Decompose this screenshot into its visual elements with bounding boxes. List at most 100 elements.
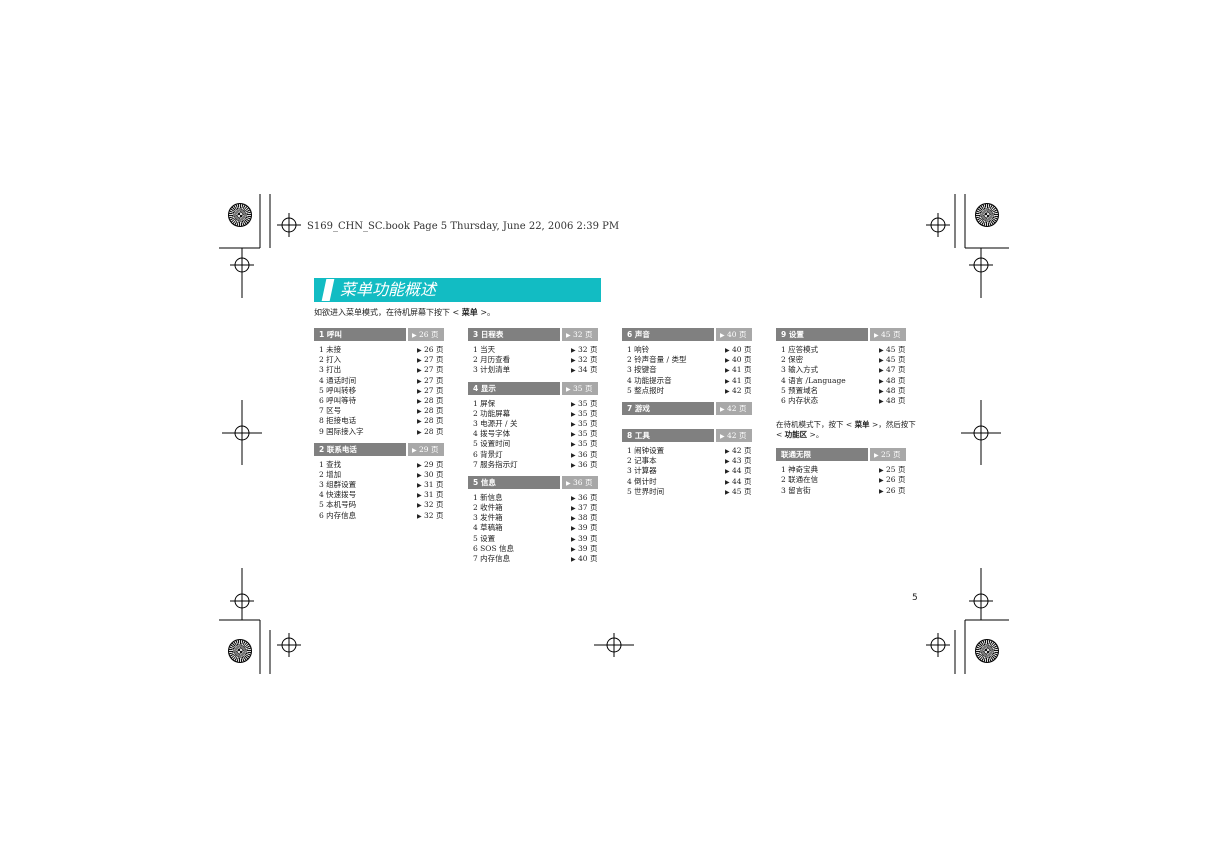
menu-item: 3 留言街▶ 26 页 (781, 485, 906, 495)
function-area-note: 在待机模式下，按下 < 菜单 >，然后按下 < 功能区 >。 (776, 420, 916, 440)
menu-item: 3 组群设置▶ 31 页 (319, 480, 444, 490)
menu-item: 7 内存信息▶ 40 页 (473, 554, 598, 563)
triangle-right-icon: ▶ (725, 488, 730, 496)
section-page-ref: ▶ 29 页 (408, 442, 444, 456)
triangle-right-icon: ▶ (725, 387, 730, 395)
triangle-right-icon: ▶ (417, 387, 422, 395)
triangle-right-icon: ▶ (874, 452, 879, 460)
menu-item: 6 呼叫等待▶ 28 页 (319, 395, 444, 405)
section-page-ref: ▶ 36 页 (562, 475, 598, 489)
menu-item: 3 打出▶ 27 页 (319, 365, 444, 375)
triangle-right-icon: ▶ (725, 478, 730, 486)
triangle-right-icon: ▶ (417, 377, 422, 385)
triangle-right-icon: ▶ (417, 502, 422, 510)
triangle-right-icon: ▶ (571, 556, 576, 563)
triangle-right-icon: ▶ (879, 377, 884, 385)
triangle-right-icon: ▶ (725, 458, 730, 466)
triangle-right-icon: ▶ (725, 367, 730, 375)
section-name: 5 信息 (468, 475, 560, 489)
menu-section: 2 联系电话 ▶ 29 页 1 查找▶ 29 页 2 增加▶ 30 页 3 组群… (314, 442, 444, 521)
section-page-ref: ▶ 45 页 (870, 328, 906, 341)
menu-section: 联通无限 ▶ 25 页 1 神奇宝典▶ 25 页 2 联通在信▶ 26 页 3 … (776, 448, 906, 496)
triangle-right-icon: ▶ (571, 535, 576, 543)
triangle-right-icon: ▶ (566, 385, 571, 393)
section-header: 2 联系电话 ▶ 29 页 (314, 442, 444, 456)
menu-section: 9 设置 ▶ 45 页 1 应答模式▶ 45 页 2 保密▶ 45 页 3 输入… (776, 328, 906, 406)
page-title-bar: 菜单功能概述 (314, 278, 601, 302)
menu-item: 2 联通在信▶ 26 页 (781, 475, 906, 485)
triangle-right-icon: ▶ (725, 377, 730, 385)
triangle-right-icon: ▶ (571, 525, 576, 533)
menu-item: 2 增加▶ 30 页 (319, 469, 444, 479)
menu-item: 4 功能提示音▶ 41 页 (627, 375, 752, 385)
menu-item: 1 当天▶ 32 页 (473, 345, 598, 354)
intro-prefix: 如欲进入菜单模式，在待机屏幕下按下 < (314, 308, 462, 317)
triangle-right-icon: ▶ (417, 347, 422, 354)
menu-item: 1 神奇宝典▶ 25 页 (781, 465, 906, 475)
section-page-ref: ▶ 35 页 (562, 381, 598, 395)
section-name: 8 工具 (622, 428, 714, 442)
menu-item: 8 拒接电话▶ 28 页 (319, 416, 444, 426)
triangle-right-icon: ▶ (571, 357, 576, 365)
section-name: 2 联系电话 (314, 442, 406, 456)
menu-item: 4 通话时间▶ 27 页 (319, 375, 444, 385)
menu-section: 6 声音 ▶ 40 页 1 响铃▶ 40 页 2 铃声音量 / 类型▶ 40 页… (622, 328, 752, 396)
menu-item: 7 区号▶ 28 页 (319, 406, 444, 416)
triangle-right-icon: ▶ (571, 367, 576, 375)
file-header-line: S169_CHN_SC.book Page 5 Thursday, June 2… (307, 221, 620, 232)
menu-item: 1 查找▶ 29 页 (319, 459, 444, 469)
menu-item: 4 拨号字体▶ 35 页 (473, 429, 598, 439)
triangle-right-icon: ▶ (879, 347, 884, 354)
triangle-right-icon: ▶ (571, 410, 576, 418)
menu-item: 1 应答模式▶ 45 页 (781, 345, 906, 354)
triangle-right-icon: ▶ (571, 451, 576, 459)
triangle-right-icon: ▶ (571, 441, 576, 449)
menu-section: 1 呼叫 ▶ 26 页 1 未接▶ 26 页 2 打入▶ 27 页 3 打出▶ … (314, 328, 444, 437)
triangle-right-icon: ▶ (417, 471, 422, 479)
triangle-right-icon: ▶ (720, 405, 725, 413)
menu-column-4: 9 设置 ▶ 45 页 1 应答模式▶ 45 页 2 保密▶ 45 页 3 输入… (776, 328, 916, 502)
section-page-ref: ▶ 40 页 (716, 328, 752, 341)
page-title: 菜单功能概述 (340, 280, 437, 299)
triangle-right-icon: ▶ (879, 487, 884, 495)
section-name: 6 声音 (622, 328, 714, 341)
menu-item: 3 计算器▶ 44 页 (627, 466, 752, 476)
menu-item: 2 收件箱▶ 37 页 (473, 503, 598, 513)
menu-section: 3 日程表 ▶ 32 页 1 当天▶ 32 页 2 月历查看▶ 32 页 3 计… (468, 328, 598, 376)
menu-item: 3 按键音▶ 41 页 (627, 365, 752, 375)
section-page-ref: ▶ 26 页 (408, 328, 444, 341)
triangle-right-icon: ▶ (879, 477, 884, 485)
menu-item: 5 本机号码▶ 32 页 (319, 500, 444, 510)
color-rosette-icon (228, 203, 252, 227)
menu-item: 3 电源开 / 关▶ 35 页 (473, 418, 598, 428)
triangle-right-icon: ▶ (566, 332, 571, 339)
menu-item: 2 记事本▶ 43 页 (627, 456, 752, 466)
section-header: 8 工具 ▶ 42 页 (622, 428, 752, 442)
section-name: 4 显示 (468, 381, 560, 395)
triangle-right-icon: ▶ (417, 428, 422, 436)
menu-section: 5 信息 ▶ 36 页 1 新信息▶ 36 页 2 收件箱▶ 37 页 3 发件… (468, 475, 598, 564)
menu-item: 2 保密▶ 45 页 (781, 355, 906, 365)
menu-item: 1 闹钟设置▶ 42 页 (627, 445, 752, 455)
triangle-right-icon: ▶ (417, 461, 422, 469)
menu-column-3: 6 声音 ▶ 40 页 1 响铃▶ 40 页 2 铃声音量 / 类型▶ 40 页… (622, 328, 752, 503)
triangle-right-icon: ▶ (566, 479, 571, 487)
triangle-right-icon: ▶ (879, 387, 884, 395)
triangle-right-icon: ▶ (571, 431, 576, 439)
menu-item: 3 发件箱▶ 38 页 (473, 513, 598, 523)
triangle-right-icon: ▶ (571, 545, 576, 553)
triangle-right-icon: ▶ (874, 332, 879, 339)
triangle-right-icon: ▶ (725, 447, 730, 455)
triangle-right-icon: ▶ (417, 397, 422, 405)
menu-item: 3 输入方式▶ 47 页 (781, 365, 906, 375)
menu-item: 4 快速拨号▶ 31 页 (319, 490, 444, 500)
triangle-right-icon: ▶ (571, 515, 576, 523)
menu-item: 7 服务指示灯▶ 36 页 (473, 459, 598, 469)
triangle-right-icon: ▶ (879, 397, 884, 405)
triangle-right-icon: ▶ (571, 347, 576, 354)
triangle-right-icon: ▶ (417, 367, 422, 375)
triangle-right-icon: ▶ (725, 357, 730, 365)
menu-column-1: 1 呼叫 ▶ 26 页 1 未接▶ 26 页 2 打入▶ 27 页 3 打出▶ … (314, 328, 444, 527)
color-rosette-icon (228, 639, 252, 663)
